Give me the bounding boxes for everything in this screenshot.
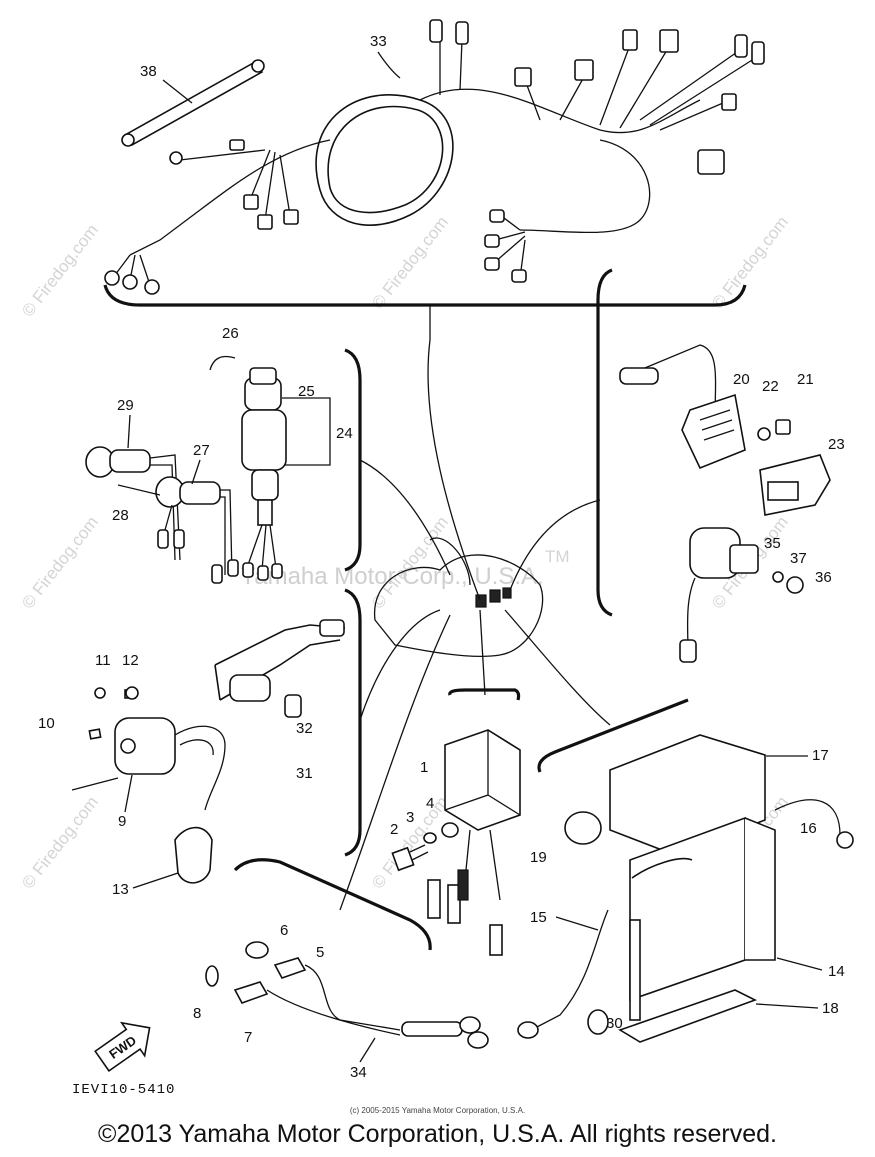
callout-38: 38 [140, 63, 157, 80]
cdi-unit [427, 729, 521, 956]
callout-26: 26 [222, 325, 239, 342]
main-switch [241, 367, 331, 581]
watermark: © Firedog.com [708, 213, 792, 313]
callout-27: 27 [193, 442, 210, 459]
ignition-coil [71, 686, 226, 884]
callout-34: 34 [350, 1064, 367, 1081]
switch-assemblies [85, 446, 239, 584]
callout-8: 8 [193, 1005, 201, 1022]
callout-13: 13 [112, 881, 129, 898]
callout-2: 2 [390, 821, 398, 838]
watermark: © Firedog.com [18, 793, 102, 893]
callout-5: 5 [316, 944, 324, 961]
motorcycle-outline [339, 339, 611, 911]
callout-19: 19 [530, 849, 547, 866]
callout-32: 32 [296, 720, 313, 737]
callout-29: 29 [117, 397, 134, 414]
watermark: © Firedog.com [368, 793, 452, 893]
watermark-tm: TM [545, 547, 570, 566]
callout-31: 31 [296, 765, 313, 782]
brackets [233, 268, 689, 951]
callout-9: 9 [118, 813, 126, 830]
callout-33: 33 [370, 33, 387, 50]
watermark: © Firedog.com [18, 513, 102, 613]
callout-17: 17 [812, 747, 829, 764]
battery [517, 734, 854, 1043]
callout-30: 30 [606, 1015, 623, 1032]
callout-16: 16 [800, 820, 817, 837]
callout-20: 20 [733, 371, 750, 388]
bolt-washers [391, 822, 459, 872]
rectifier [619, 344, 831, 516]
callout-1: 1 [420, 759, 428, 776]
callout-7: 7 [244, 1029, 252, 1046]
copyright-notice: ©2013 Yamaha Motor Corporation, U.S.A. A… [98, 1120, 777, 1148]
callout-21: 21 [797, 371, 814, 388]
watermark: © Firedog.com [18, 221, 102, 321]
callout-11: 11 [95, 652, 111, 669]
callout-14: 14 [828, 963, 845, 980]
callout-23: 23 [828, 436, 845, 453]
starter-relay [679, 527, 804, 663]
callout-35: 35 [764, 535, 781, 552]
key-clip [209, 355, 236, 371]
watermark-main: Yamaha Motor Corp., U.S.A. [240, 563, 544, 590]
callout-22: 22 [762, 378, 779, 395]
callout-25: 25 [298, 383, 315, 400]
callout-24: 24 [336, 425, 353, 442]
small-copyright: (c) 2005-2015 Yamaha Motor Corporation, … [349, 1106, 526, 1115]
neutral-switch [205, 941, 489, 1049]
callout-28: 28 [112, 507, 129, 524]
callout-15: 15 [530, 909, 547, 926]
fwd-arrow: FWD [94, 1021, 151, 1073]
diagram-code: IEVI10-5410 [72, 1082, 176, 1098]
callout-36: 36 [815, 569, 832, 586]
callout-37: 37 [790, 550, 807, 567]
ground-strap [121, 59, 265, 147]
callout-4: 4 [426, 795, 434, 812]
callout-6: 6 [280, 922, 288, 939]
relay-assembly [214, 619, 346, 718]
callout-3: 3 [406, 809, 414, 826]
callout-12: 12 [122, 652, 139, 669]
watermark: © Firedog.com [368, 213, 452, 313]
callouts: 33 38 26 25 24 29 27 28 20 22 21 23 35 3… [38, 33, 845, 1081]
callout-18: 18 [822, 1000, 839, 1017]
wire-harness [103, 19, 765, 340]
callout-10: 10 [38, 715, 55, 732]
